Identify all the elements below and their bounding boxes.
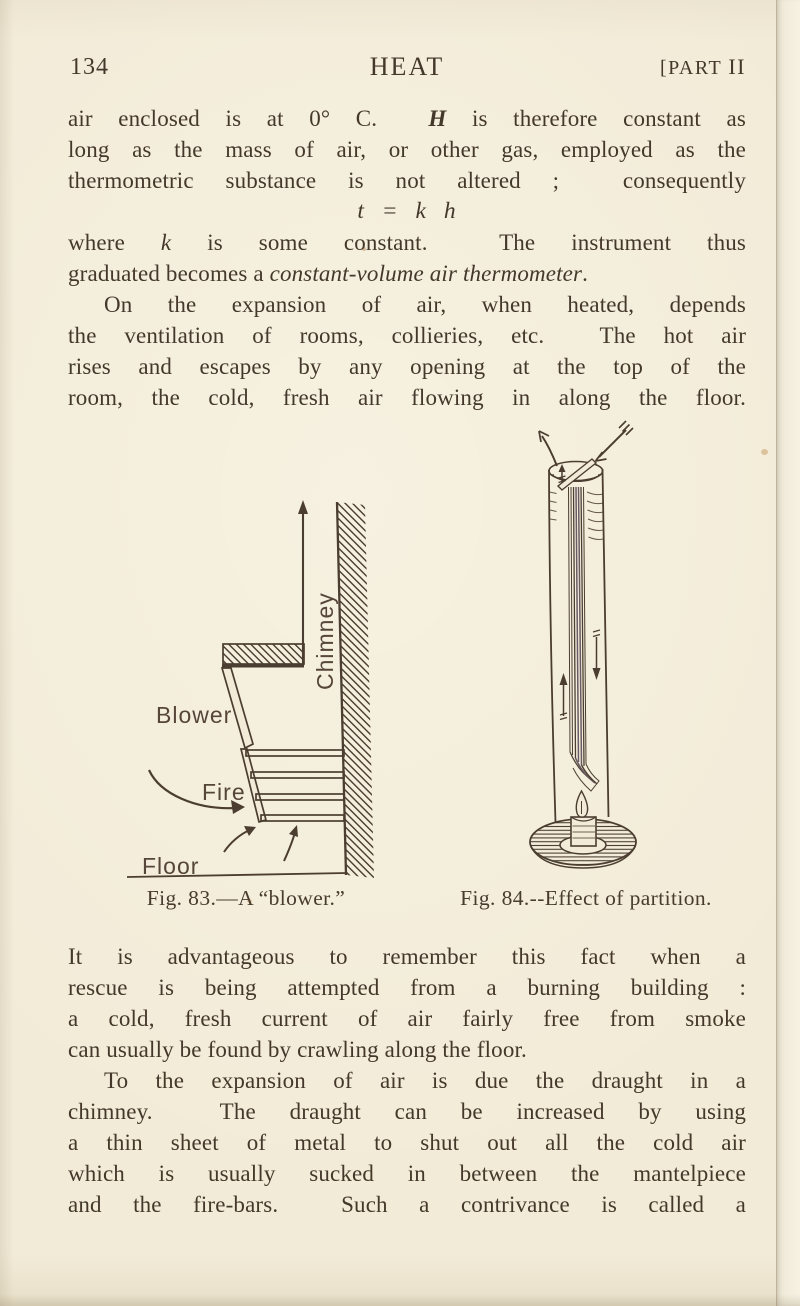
- tube-left-edge: [548, 469, 557, 823]
- text-line: a thin sheet of metal to shut out all th…: [68, 1130, 746, 1155]
- airflow-arrow-small-right: [283, 825, 298, 862]
- text-line: To the expansion of air is due the draug…: [104, 1068, 746, 1093]
- text-line: can usually be found by crawling along t…: [68, 1037, 527, 1062]
- bottom-edge-shadow: [0, 1294, 800, 1306]
- glass-shading: [549, 491, 604, 540]
- running-title: HEAT: [369, 52, 445, 81]
- tube-right-edge: [601, 468, 610, 818]
- tube-rim: [548, 460, 604, 483]
- airflow-arrow-large: [148, 769, 245, 814]
- blower-label: Blower: [156, 702, 232, 728]
- chimney-label: Chimney: [312, 592, 338, 690]
- tube-down-arrow: [592, 629, 601, 680]
- text-line: and the fire-bars. Such a contrivance is…: [68, 1192, 746, 1217]
- text-line: air enclosed is at 0° C. H is therefore …: [68, 106, 746, 131]
- text-line: thermometric substance is not altered ; …: [68, 168, 746, 193]
- text-line: long as the mass of air, or other gas, e…: [68, 137, 746, 162]
- text-line: rescue is being attempted from a burning…: [68, 975, 746, 1000]
- chimney-wall-face: [335, 501, 348, 876]
- text-line: It is advantageous to remember this fact…: [68, 944, 746, 969]
- fig84-caption: Fig. 84.--Effect of partition.: [460, 886, 712, 910]
- text-line: the ventilation of rooms, collieries, et…: [68, 323, 746, 348]
- airflow-arrow-small-left: [223, 826, 256, 853]
- fig84-partition-diagram: [529, 420, 637, 869]
- fire-label: Fire: [202, 779, 246, 805]
- part-label: [PART II: [660, 54, 746, 80]
- candle: [570, 816, 597, 847]
- equation: t = k h: [357, 198, 457, 224]
- text-line: which is usually sucked in between the m…: [68, 1161, 746, 1186]
- smoke-out-arrow: [538, 430, 558, 467]
- text-line: rises and escapes by any opening at the …: [68, 354, 746, 379]
- part-prefix: [PART: [659, 57, 722, 79]
- dish-rim: [530, 846, 636, 869]
- air-in-arrow: [594, 420, 634, 462]
- paragraph-block: It is advantageous to remember this fact…: [68, 941, 746, 1220]
- page-number: 134: [70, 54, 109, 80]
- chimney-wall-hatch: [337, 502, 374, 878]
- left-edge-shadow: [0, 0, 14, 1306]
- page-header: 134 HEAT [PART II: [68, 52, 746, 81]
- fire-grate: [239, 748, 345, 824]
- paper-fleck: [247, 899, 252, 903]
- blower-plate: [220, 667, 255, 750]
- page-right-edge: [776, 0, 800, 1306]
- mouth-up-arrow: [558, 464, 566, 484]
- tube-up-arrow: [559, 673, 568, 721]
- partition: [568, 486, 600, 792]
- paper-fleck: [362, 247, 366, 251]
- text-line: room, the cold, fresh air flowing in alo…: [68, 385, 746, 410]
- text-line: where k is some constant. The instrument…: [68, 230, 747, 255]
- text-line: chimney. The draught can be increased by…: [68, 1099, 746, 1124]
- candle-flame: [575, 789, 589, 818]
- fig83-blower-diagram: Blower Fire Floor Chimney: [126, 500, 374, 879]
- fig83-caption: Fig. 83.—A “blower.”: [146, 886, 346, 910]
- text-line: graduated becomes a constant-volume air …: [68, 261, 589, 286]
- up-arrow-icon: [298, 500, 308, 514]
- mantelpiece: [222, 643, 305, 665]
- floor-label: Floor: [142, 853, 199, 879]
- paragraph-block: air enclosed is at 0° C. H is therefore …: [68, 103, 746, 196]
- text-line: a cold, fresh current of air fairly free…: [68, 1006, 746, 1031]
- part-numeral: II: [728, 54, 746, 79]
- paragraph-block: where k is some constant. The instrument…: [68, 227, 746, 413]
- partition-top-edge: [556, 458, 598, 491]
- paper-fleck: [761, 449, 768, 455]
- text-line: On the expansion of air, when heated, de…: [104, 292, 746, 317]
- floor-line: [126, 872, 348, 878]
